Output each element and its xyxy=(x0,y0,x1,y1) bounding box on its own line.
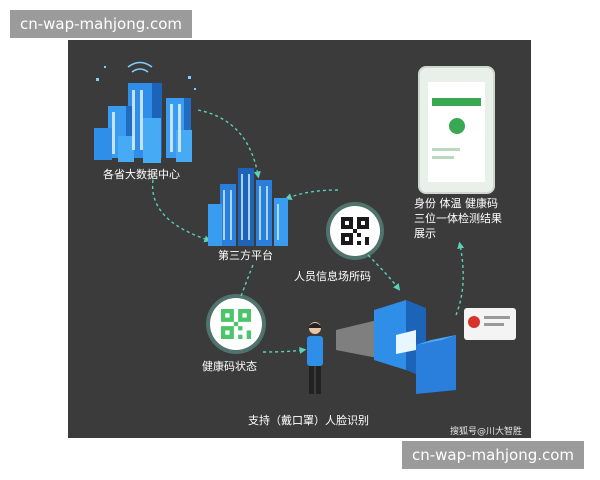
id-card-icon xyxy=(464,308,516,340)
qr-code-icon xyxy=(330,206,380,256)
city-buildings-icon xyxy=(208,168,288,246)
label-venue-code: 人员信息场所码 xyxy=(294,270,371,283)
connector-arrows xyxy=(151,109,465,354)
label-face-recognition: 支持（戴口罩）人脸识别 xyxy=(248,414,369,427)
credit: 搜狐号@川大智胜 xyxy=(450,427,523,437)
label-provincial-data-center: 各省大数据中心 xyxy=(103,168,180,181)
face-terminal-icon xyxy=(336,300,456,394)
watermark-top: cn-wap-mahjong.com xyxy=(10,10,193,38)
health-qr-code-icon xyxy=(210,298,262,350)
phone-result-icon xyxy=(420,68,493,192)
diagram-panel: 各省大数据中心 第三方平台 xyxy=(68,40,531,438)
building-cluster-icon xyxy=(94,61,196,163)
watermark-bottom: cn-wap-mahjong.com xyxy=(402,441,585,469)
label-result-display: 身份 体温 健康码 三位一体检测结果展示 xyxy=(414,197,502,240)
label-health-code-status: 健康码状态 xyxy=(202,360,257,373)
label-third-party-platform: 第三方平台 xyxy=(218,249,273,262)
person-icon xyxy=(307,322,323,394)
